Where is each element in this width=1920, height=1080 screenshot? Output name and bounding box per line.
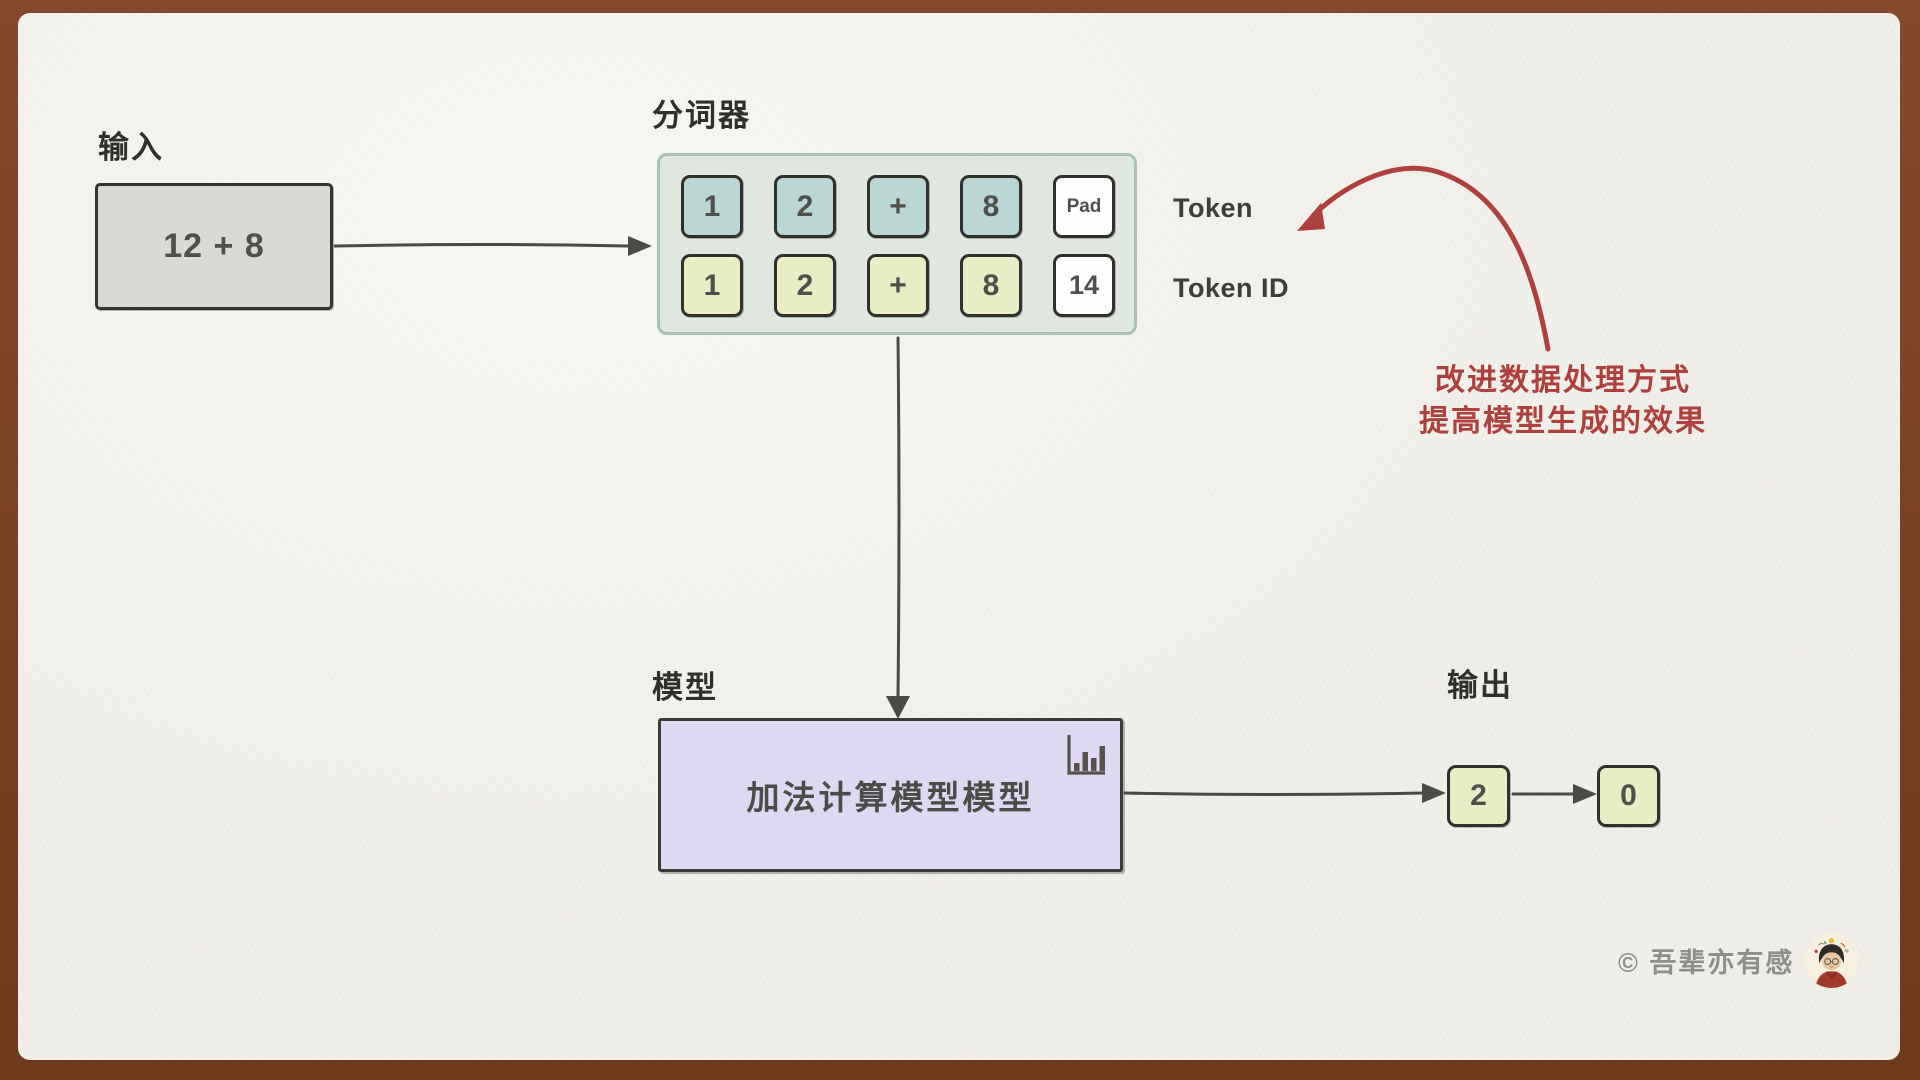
model-to-output-arrow <box>1123 783 1446 803</box>
annotation-curved-arrow <box>1297 165 1551 352</box>
input-to-tokenizer-arrow <box>333 236 652 256</box>
token-cell: 1 <box>681 175 743 238</box>
token-row-label: Token <box>1173 193 1254 223</box>
token-cell: + <box>867 175 929 238</box>
input-value: 12 + 8 <box>163 227 265 265</box>
token-cell: 2 <box>774 175 836 238</box>
output-box-first: 2 <box>1447 765 1510 827</box>
token-id-cell: 1 <box>681 254 743 317</box>
token-id-row: 1 2 + 8 14 <box>681 254 1134 317</box>
bar-chart-icon <box>1067 735 1105 775</box>
token-cell: 8 <box>960 175 1022 238</box>
author-avatar <box>1804 932 1860 988</box>
token-id-row-label: Token ID <box>1173 273 1290 303</box>
output-to-output2-arrow <box>1511 784 1597 804</box>
output-label: 输出 <box>1447 668 1513 703</box>
copyright-text: © 吾辈亦有感 <box>1618 947 1795 978</box>
token-id-cell: 8 <box>960 254 1022 317</box>
model-box: 加法计算模型模型 <box>658 718 1123 872</box>
token-pad-cell: Pad <box>1053 175 1115 238</box>
token-row: 1 2 + 8 Pad <box>681 175 1134 238</box>
model-label: 模型 <box>652 670 718 705</box>
token-id-pad-cell: 14 <box>1053 254 1115 317</box>
model-name: 加法计算模型模型 <box>746 779 1035 816</box>
output-box-second: 0 <box>1597 765 1660 827</box>
annotation-line2: 提高模型生成的效果 <box>1419 405 1707 438</box>
input-value-box: 12 + 8 <box>95 183 333 310</box>
footer: © 吾辈亦有感 <box>1618 931 1860 989</box>
annotation-note: 改进数据处理方式 提高模型生成的效果 <box>1378 360 1748 442</box>
token-id-cell: 2 <box>774 254 836 317</box>
token-id-cell: + <box>867 254 929 317</box>
tokenizer-panel: 1 2 + 8 Pad 1 2 + 8 14 <box>657 153 1137 335</box>
tokenizer-to-model-arrow <box>886 336 910 719</box>
annotation-line1: 改进数据处理方式 <box>1435 364 1691 397</box>
input-label: 输入 <box>98 130 164 165</box>
tokenizer-label: 分词器 <box>652 98 751 133</box>
